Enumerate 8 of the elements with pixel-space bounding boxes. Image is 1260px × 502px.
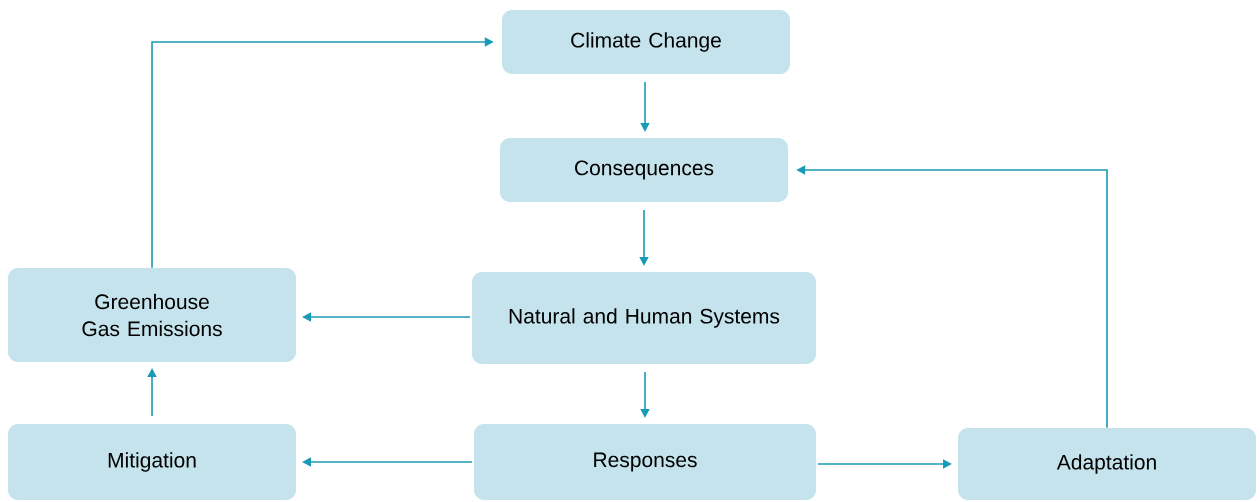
process-box: Responses [474, 424, 816, 500]
process-box: Greenhouse Gas Emissions [8, 268, 296, 362]
arrow [147, 368, 157, 417]
process-box: Consequences [500, 138, 788, 202]
process-box: Adaptation [958, 428, 1256, 500]
process-box: Mitigation [8, 424, 296, 500]
process-box: Climate Change [502, 10, 790, 74]
process-box: Natural and Human Systems [472, 272, 816, 364]
